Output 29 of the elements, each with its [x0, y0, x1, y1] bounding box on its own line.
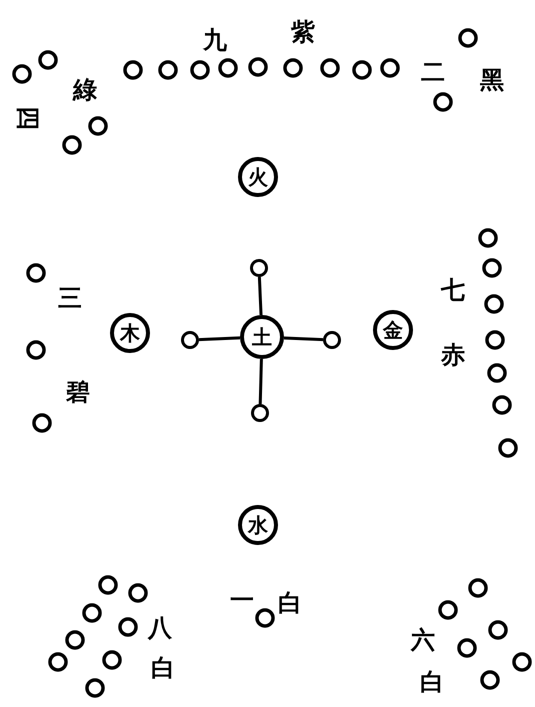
connector-line	[258, 276, 263, 316]
character-label: 黑	[480, 68, 504, 92]
connector-line	[284, 336, 324, 342]
character-circle: 火	[238, 157, 278, 197]
connector-line	[198, 336, 240, 342]
character-label: 六	[411, 628, 435, 652]
character-label: 八	[148, 616, 172, 640]
character-label: 四	[16, 106, 40, 130]
character-label: 三	[58, 286, 82, 310]
character-label: 碧	[66, 380, 90, 404]
small-circle	[323, 331, 341, 349]
character-label: 七	[441, 278, 465, 302]
connector-line	[258, 358, 263, 404]
character-label: 白	[420, 670, 444, 694]
character-label: 赤	[441, 343, 465, 367]
character-circle: 木	[110, 313, 150, 353]
character-label: 九	[203, 28, 227, 52]
small-circle	[251, 404, 269, 422]
small-circle	[181, 331, 199, 349]
character-label: 二	[421, 60, 445, 84]
character-label: 綠	[73, 78, 97, 102]
character-circle: 金	[373, 310, 413, 350]
character-label: 白	[278, 591, 302, 615]
character-label: 白	[151, 656, 175, 680]
character-label: 紫	[291, 20, 315, 44]
character-circle: 土	[240, 315, 284, 359]
character-label: 一	[230, 588, 254, 612]
character-circle: 水	[238, 505, 278, 545]
small-circle	[250, 259, 268, 277]
